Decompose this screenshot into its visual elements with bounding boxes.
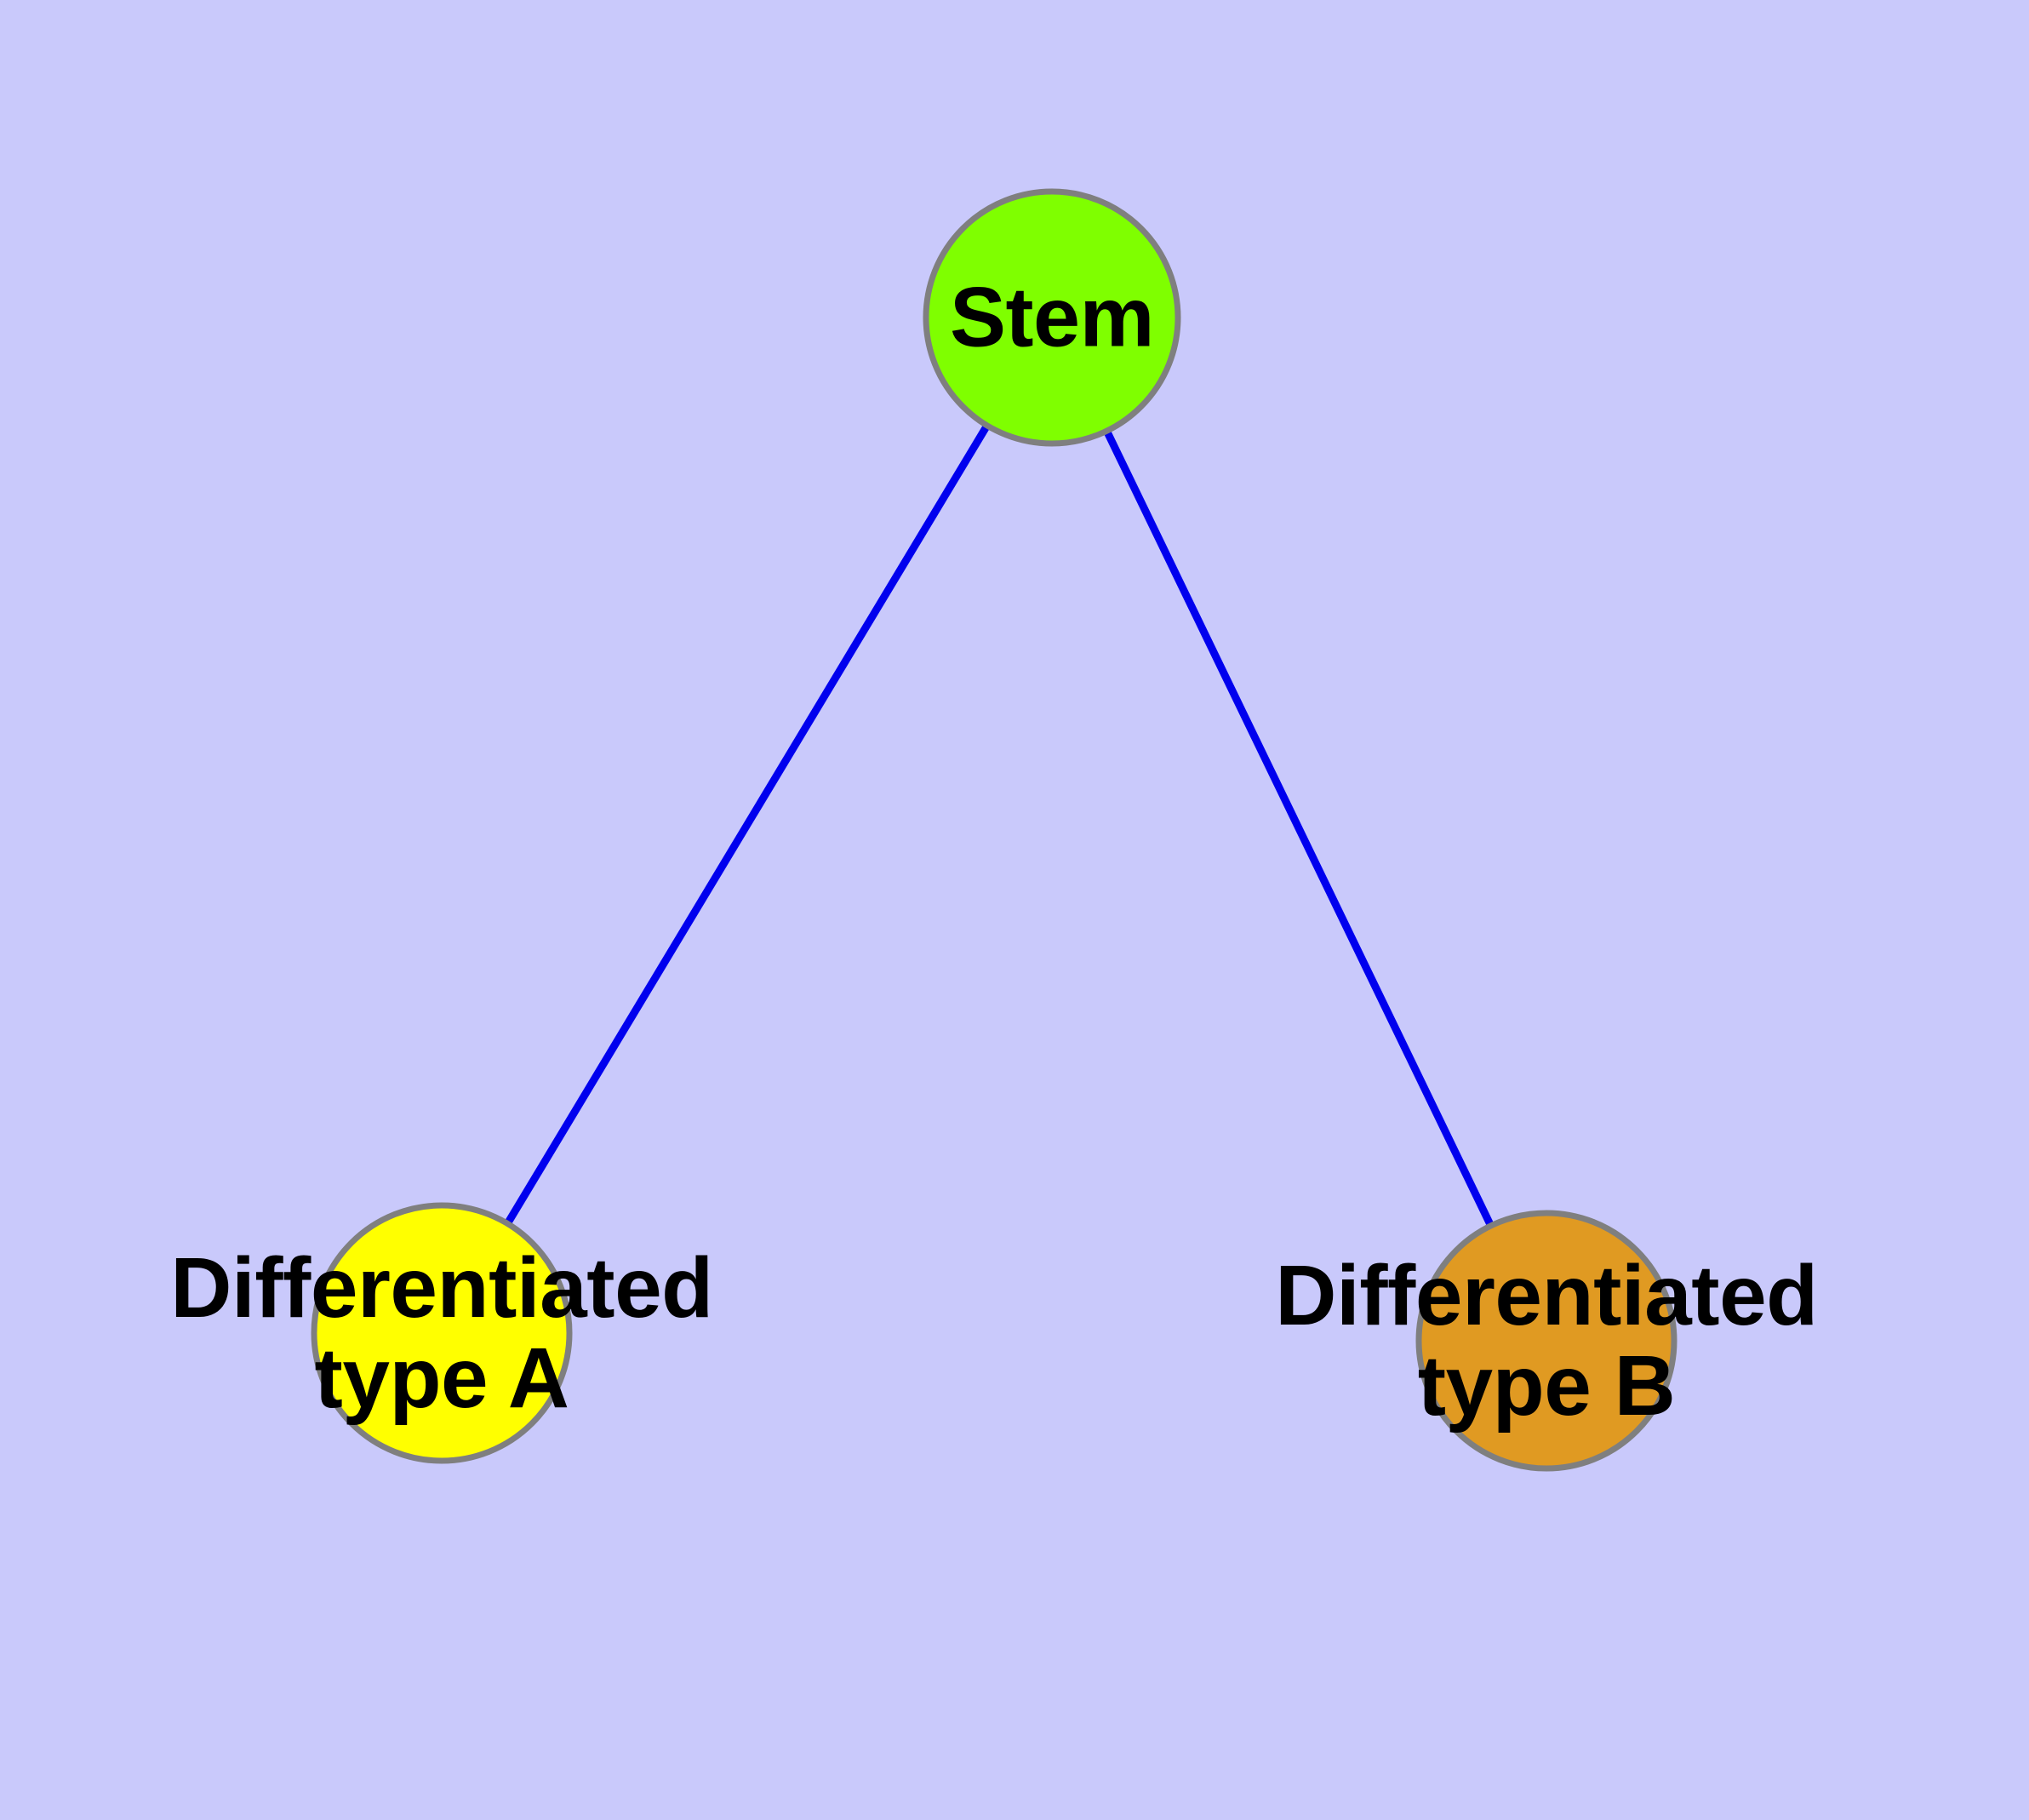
edge-stem-to-type-b[interactable] xyxy=(1104,431,1494,1227)
node-layer xyxy=(311,188,1677,1472)
node-stem[interactable] xyxy=(923,188,1181,447)
edge-stem-to-type-a[interactable] xyxy=(505,425,990,1225)
node-type-b[interactable] xyxy=(1415,1210,1677,1472)
edge-layer xyxy=(505,425,1494,1227)
node-type-a[interactable] xyxy=(311,1202,573,1464)
